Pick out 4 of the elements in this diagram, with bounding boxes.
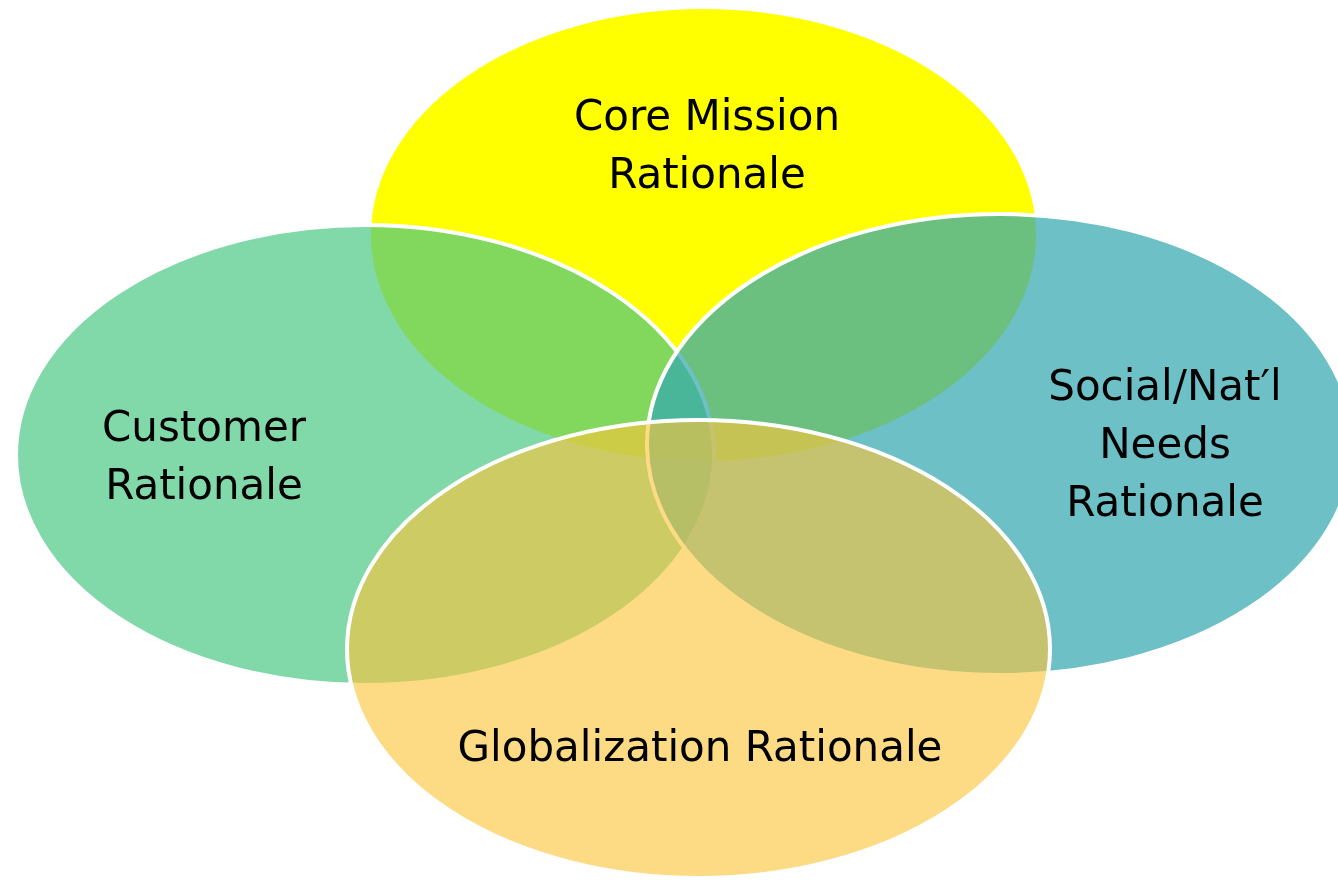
ellipse-label: Social/Nat′l Needs Rationale bbox=[1047, 360, 1283, 528]
ellipse-label: Customer Rationale bbox=[101, 401, 307, 511]
ellipse-label: Core Mission Rationale bbox=[572, 90, 842, 200]
ellipse-label: Globalization Rationale bbox=[456, 721, 944, 773]
